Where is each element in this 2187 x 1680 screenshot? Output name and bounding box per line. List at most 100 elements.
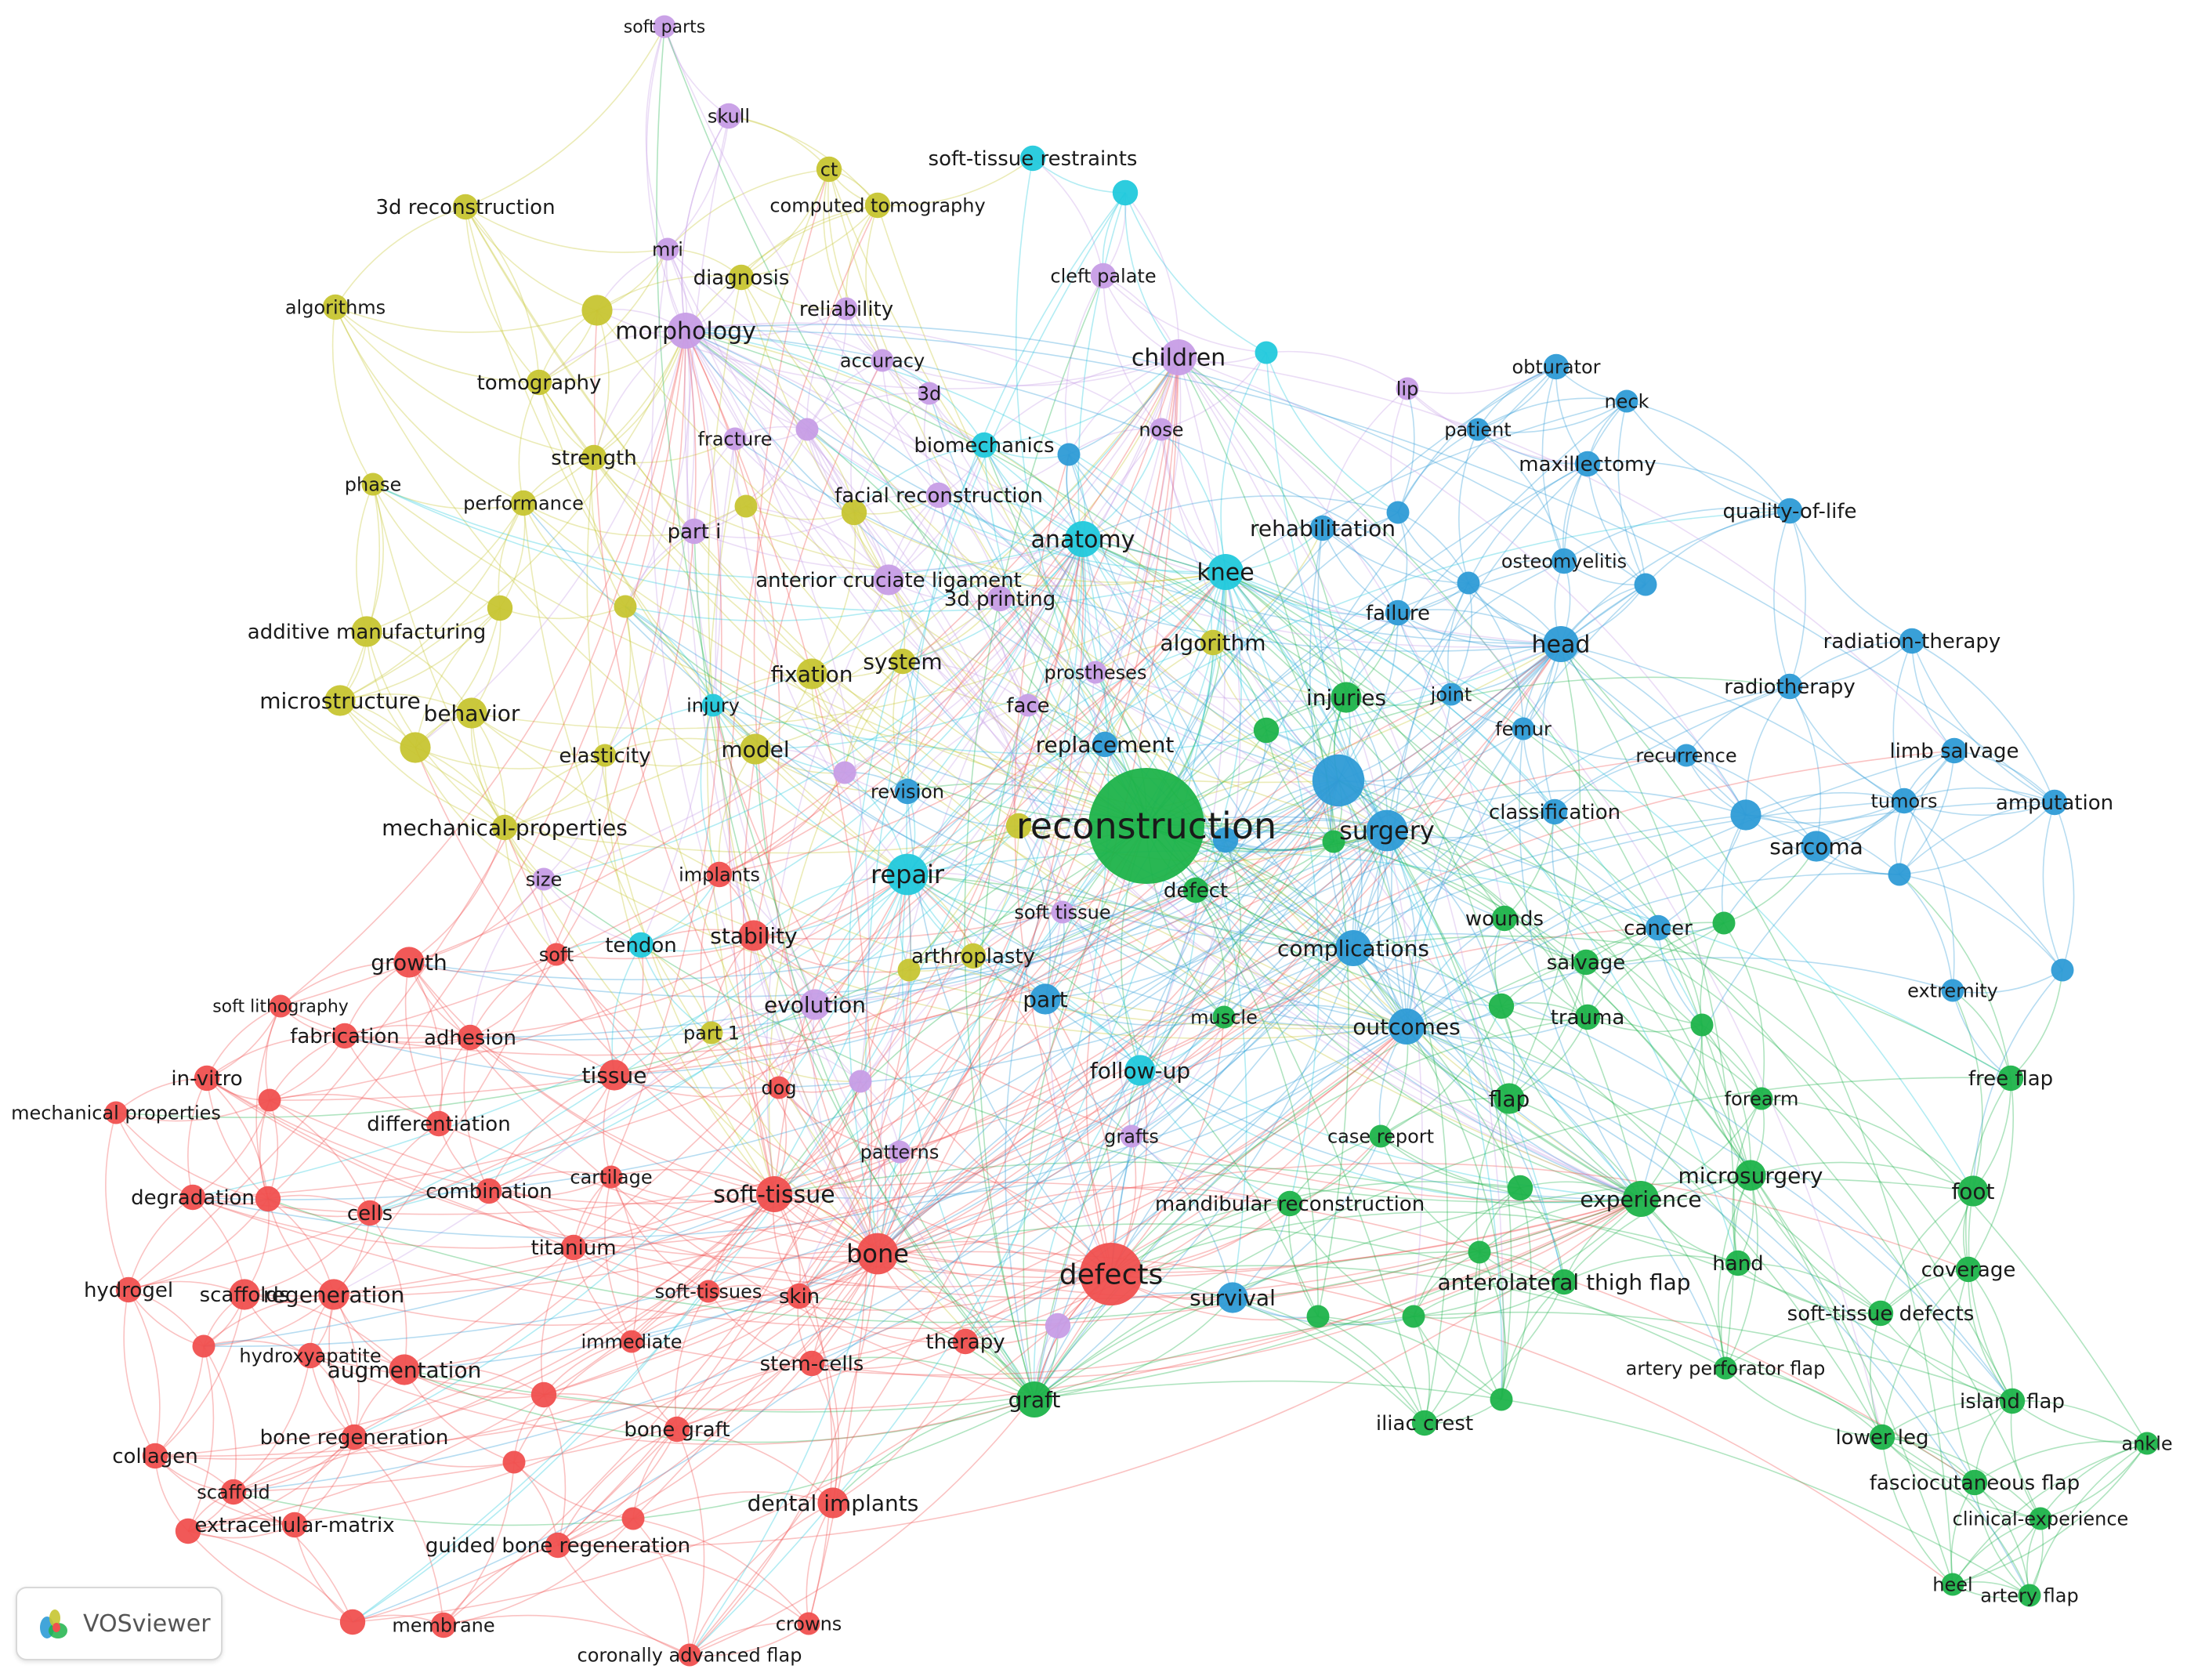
node-coverage[interactable] xyxy=(1955,1256,1982,1283)
node-adhesion[interactable] xyxy=(457,1024,483,1051)
node-membrane[interactable] xyxy=(430,1612,457,1638)
node-repair[interactable] xyxy=(886,853,929,896)
node-unlabeled[interactable] xyxy=(897,958,921,982)
node-hand[interactable] xyxy=(1725,1250,1751,1276)
node-tomography[interactable] xyxy=(526,369,552,396)
node-unlabeled[interactable] xyxy=(1730,799,1762,831)
node-unlabeled[interactable] xyxy=(339,1609,366,1635)
node-anterolateral-thigh-flap[interactable] xyxy=(1551,1269,1577,1295)
node-unlabeled[interactable] xyxy=(795,418,819,441)
node-unlabeled[interactable] xyxy=(1312,754,1365,807)
node-case-report[interactable] xyxy=(1369,1124,1392,1148)
node-fabrication[interactable] xyxy=(331,1023,358,1049)
node-grafts[interactable] xyxy=(1120,1124,1143,1148)
node-follow-up[interactable] xyxy=(1124,1055,1156,1086)
node-revision[interactable] xyxy=(894,778,921,805)
node-performance[interactable] xyxy=(510,490,537,516)
node-amputation[interactable] xyxy=(2041,789,2068,816)
node-scaffold[interactable] xyxy=(220,1479,247,1505)
node-system[interactable] xyxy=(889,648,916,675)
node-unlabeled[interactable] xyxy=(1488,993,1515,1019)
node-unlabeled[interactable] xyxy=(1253,717,1280,744)
node-soft-parts[interactable] xyxy=(653,15,676,38)
node-island-flap[interactable] xyxy=(1999,1388,2026,1414)
node-combination[interactable] xyxy=(476,1178,502,1204)
node-mechanical-properties[interactable] xyxy=(491,814,518,841)
node-unlabeled[interactable] xyxy=(581,295,613,326)
node-morphology[interactable] xyxy=(668,313,704,349)
node-failure[interactable] xyxy=(1385,599,1411,626)
node-salvage[interactable] xyxy=(1573,949,1599,976)
node-osteomyelitis[interactable] xyxy=(1551,548,1577,574)
node-titanium[interactable] xyxy=(560,1234,587,1261)
node-radiotherapy[interactable] xyxy=(1776,673,1803,700)
node-facial-reconstruction[interactable] xyxy=(925,482,952,509)
node-in-vitro[interactable] xyxy=(194,1065,220,1092)
node-anterior-cruciate-ligament[interactable] xyxy=(873,564,904,596)
node-bone-graft[interactable] xyxy=(664,1416,690,1443)
node-cancer[interactable] xyxy=(1645,914,1671,941)
node-unlabeled[interactable] xyxy=(1306,1305,1330,1328)
node-evolution[interactable] xyxy=(799,989,831,1020)
node-fixation[interactable] xyxy=(796,658,827,690)
node-accuracy[interactable] xyxy=(871,349,894,372)
node-mri[interactable] xyxy=(656,237,679,261)
node-bone[interactable] xyxy=(856,1233,899,1275)
node-muscle[interactable] xyxy=(1212,1005,1236,1029)
node-obturator[interactable] xyxy=(1543,353,1570,380)
node-dental-implants[interactable] xyxy=(817,1487,849,1519)
node-graft[interactable] xyxy=(1016,1381,1052,1418)
node-survival[interactable] xyxy=(1217,1282,1248,1313)
node-unlabeled[interactable] xyxy=(530,1381,557,1408)
node-hydrogel[interactable] xyxy=(115,1276,142,1303)
node-soft-tissue-restraints[interactable] xyxy=(1019,145,1046,172)
node-collagen[interactable] xyxy=(142,1443,168,1469)
node-heel[interactable] xyxy=(1941,1573,1964,1596)
node-3d-reconstruction[interactable] xyxy=(452,194,479,220)
node-radiation-therapy[interactable] xyxy=(1899,628,1925,654)
node-model[interactable] xyxy=(740,733,771,765)
node-tumors[interactable] xyxy=(1891,788,1917,814)
node-size[interactable] xyxy=(532,867,556,891)
node-unlabeled[interactable] xyxy=(1690,1013,1714,1037)
node-degradation[interactable] xyxy=(179,1184,206,1211)
node-unlabeled[interactable] xyxy=(192,1334,215,1358)
node-implants[interactable] xyxy=(706,861,733,888)
node-reliability[interactable] xyxy=(835,297,858,320)
node-bone-regeneration[interactable] xyxy=(341,1424,368,1450)
node-scaffolds[interactable] xyxy=(229,1279,260,1310)
node-unlabeled[interactable] xyxy=(1322,830,1345,853)
node-soft-tissue[interactable] xyxy=(1051,900,1074,924)
node-knee[interactable] xyxy=(1208,554,1244,590)
node-neck[interactable] xyxy=(1615,389,1638,413)
node-sarcoma[interactable] xyxy=(1801,831,1832,862)
node-microsurgery[interactable] xyxy=(1735,1160,1766,1191)
node-additive-manufacturing[interactable] xyxy=(351,616,382,647)
node-hydroxyapatite[interactable] xyxy=(297,1342,324,1369)
node-replacement[interactable] xyxy=(1092,731,1118,758)
node-growth[interactable] xyxy=(393,947,425,978)
node-flap[interactable] xyxy=(1494,1083,1525,1114)
node-3d-printing[interactable] xyxy=(987,585,1013,612)
node-biomechanics[interactable] xyxy=(971,432,998,458)
node-lower-leg[interactable] xyxy=(1869,1424,1896,1450)
node-soft-lithography[interactable] xyxy=(269,994,292,1018)
node-unlabeled[interactable] xyxy=(1457,571,1480,595)
node-unlabeled[interactable] xyxy=(1005,813,1032,839)
node-joint[interactable] xyxy=(1439,682,1463,706)
node-unlabeled[interactable] xyxy=(258,1088,281,1112)
node-elasticity[interactable] xyxy=(593,744,617,767)
node-guided-bone-regeneration[interactable] xyxy=(545,1532,571,1559)
node-clinical-experience[interactable] xyxy=(2029,1507,2052,1530)
node-part[interactable] xyxy=(1030,983,1061,1015)
node-therapy[interactable] xyxy=(952,1328,979,1355)
node-injuries[interactable] xyxy=(1331,682,1362,713)
node-unlabeled[interactable] xyxy=(621,1507,645,1530)
node-cleft-palate[interactable] xyxy=(1090,262,1117,289)
node-unlabeled[interactable] xyxy=(849,1070,872,1093)
node-unlabeled[interactable] xyxy=(1490,1388,1513,1411)
node-stability[interactable] xyxy=(738,920,769,951)
node-prostheses[interactable] xyxy=(1084,661,1107,684)
node-head[interactable] xyxy=(1543,626,1579,662)
node-nose[interactable] xyxy=(1150,418,1173,441)
